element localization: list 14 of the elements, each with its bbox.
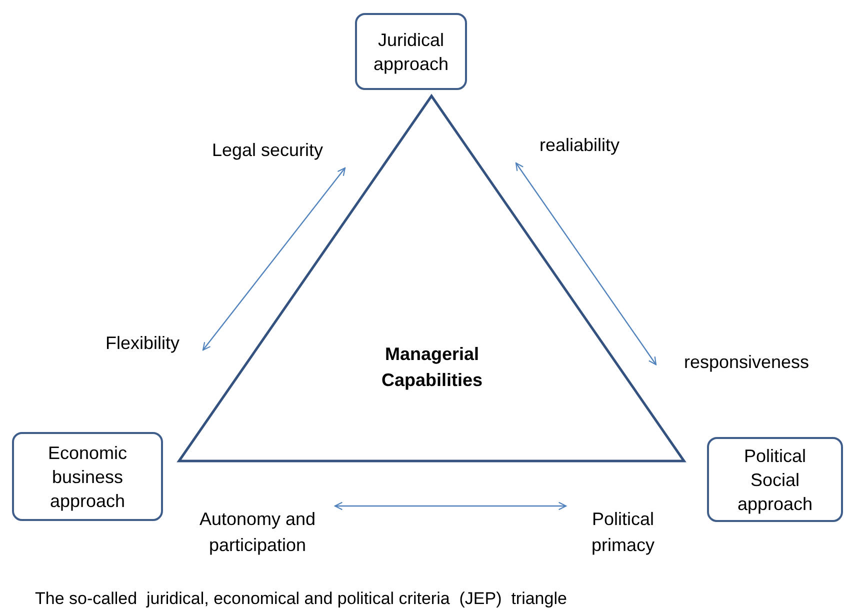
double-arrow xyxy=(334,502,567,510)
criterion-label: Legal security xyxy=(190,137,345,168)
caption: The so-called juridical, economical and political criteria (JEP) triangle xyxy=(35,589,567,609)
center-label: Managerial Capabilities xyxy=(380,343,484,392)
approach-box: Juridical approach xyxy=(355,13,467,90)
double-arrow xyxy=(515,162,657,366)
criterion-label: Autonomy and participation xyxy=(180,506,335,558)
approach-box: Economic business approach xyxy=(12,432,163,521)
criterion-label: Flexibility xyxy=(82,330,203,356)
criterion-label: realiability xyxy=(516,132,643,163)
criterion-label: responsiveness xyxy=(656,349,837,375)
approach-box: Political Social approach xyxy=(707,437,843,522)
double-arrow xyxy=(202,167,346,351)
criterion-label: Political primacy xyxy=(566,506,680,558)
